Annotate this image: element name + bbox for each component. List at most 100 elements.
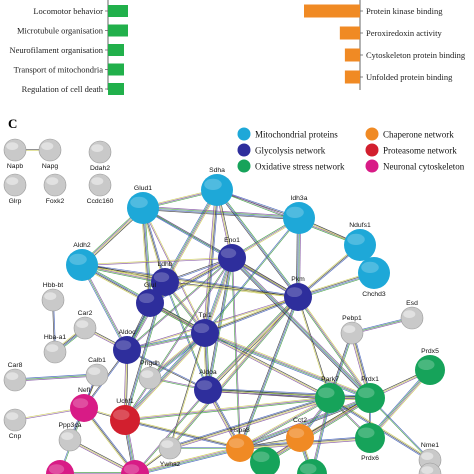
network-node-label: Nme1 [421, 442, 439, 449]
network-node[interactable]: Ywhaz [158, 436, 182, 468]
network-node[interactable]: Pebp1 [340, 315, 364, 345]
legend-swatch [237, 127, 251, 141]
network-node-label: Ppp3ca [58, 422, 81, 429]
network-node-label: Sdha [209, 167, 225, 174]
network-node-label: Tpi1 [198, 312, 211, 319]
network-node[interactable]: Tpi1 [191, 312, 219, 347]
legend-swatch [365, 143, 379, 157]
network-edge [150, 259, 233, 305]
network-node[interactable]: Hba-a1 [43, 334, 67, 364]
network-edge [232, 256, 372, 398]
legend-label: Oxidative stress network [255, 162, 345, 172]
left-bar-label: Locomotor behavior [33, 6, 103, 16]
network-node[interactable]: Ddah2 [88, 140, 112, 172]
right-bar-label: Peroxiredoxin activity [366, 28, 443, 38]
network-edge [298, 296, 331, 398]
network-node-label: Cnp [9, 433, 22, 440]
network-node[interactable]: Car8 [3, 362, 27, 392]
right-bar [339, 26, 360, 40]
network-node[interactable]: Ppp3ca [58, 422, 82, 452]
network-node[interactable]: Chchd3 [358, 257, 390, 298]
network-node-label: Ccdc160 [87, 198, 114, 205]
network-node-label: Prdx6 [361, 455, 379, 462]
network-node[interactable]: Napb [3, 138, 27, 170]
network-node-label: Napb [7, 163, 23, 170]
network-edge [127, 349, 209, 390]
network-node[interactable]: Ccdc160 [87, 173, 114, 205]
left-bar [108, 63, 124, 76]
network-node-label: Ndufs1 [349, 222, 371, 229]
left-bar-label: Transport of mitochondria [14, 65, 104, 75]
network-node-label: Hba-a1 [44, 334, 67, 341]
network-node[interactable]: Ina [46, 460, 74, 474]
right-bar-label: Cytoskeleton protein binding [366, 50, 466, 60]
network-node[interactable]: Foxk2 [43, 173, 67, 205]
network-node[interactable]: Ldhb [151, 261, 179, 296]
network-node[interactable]: Prdx5 [415, 348, 445, 385]
network-edge [208, 258, 234, 391]
network-edge [81, 257, 232, 265]
panel-label: C [8, 116, 17, 131]
network-edge [15, 375, 98, 382]
network-edge [82, 263, 299, 297]
network-node[interactable] [297, 459, 327, 474]
network-node[interactable]: Sdha [201, 167, 233, 206]
legend-label: Mitochondrial proteins [255, 130, 338, 140]
network-node[interactable]: Hbb-bt [41, 282, 65, 312]
network-node[interactable]: Park7 [315, 376, 345, 413]
network-node[interactable]: Hspa8 [226, 427, 254, 462]
network-node-label: Calb1 [88, 357, 106, 364]
network-node[interactable]: Idh3a [283, 195, 315, 234]
network-node[interactable]: Phgdh [138, 360, 162, 390]
network-node[interactable]: Uchl1 [110, 398, 140, 435]
right-bar-label: Protein kinase binding [366, 6, 443, 16]
network-node[interactable]: Esd [400, 300, 424, 330]
network-edge [134, 446, 240, 473]
network-node[interactable]: Cct2 [286, 417, 314, 452]
network-node-label: Ldhb [157, 261, 172, 268]
network-node[interactable]: Prdx6 [355, 423, 385, 462]
network-edge [125, 258, 233, 421]
network-node-label: Napg [42, 163, 58, 170]
network-node[interactable]: Calb1 [85, 357, 109, 387]
network-node[interactable]: Pkm [284, 276, 312, 311]
network-node-label: Ywhaz [160, 461, 181, 468]
network-node[interactable]: Glud1 [127, 185, 159, 224]
network-node[interactable]: Prdx1 [355, 376, 385, 413]
left-bar [108, 83, 124, 95]
left-bar [108, 24, 128, 37]
network-node[interactable]: Aldoa [194, 369, 222, 404]
network-node[interactable]: Cnp [3, 408, 27, 440]
network-node[interactable]: Glul [136, 282, 164, 317]
network-node[interactable]: Glrp [3, 173, 27, 205]
network-node[interactable]: Eif5a [250, 447, 280, 474]
right-bar [344, 48, 360, 62]
network-node[interactable]: Nefl [70, 387, 98, 422]
network-edge [217, 189, 300, 297]
network-edge [82, 264, 129, 350]
right-bar-label: Unfolded protein binding [366, 72, 453, 82]
network-node[interactable]: Ndufs1 [344, 222, 376, 261]
network-edge [232, 257, 241, 448]
network-edge [134, 389, 208, 474]
network-node[interactable]: Aldoc [113, 329, 141, 364]
network-node[interactable]: Eno1 [218, 237, 246, 272]
network-node-label: Aldh2 [73, 242, 91, 249]
network-node-label: Esd [406, 300, 418, 307]
network-node[interactable]: Napg [38, 138, 62, 170]
network-node[interactable]: Aldh2 [66, 242, 98, 281]
network-node[interactable]: Dpysl2 [121, 460, 149, 474]
network-node-label: Glul [144, 282, 157, 289]
legend-label: Proteasome network [383, 146, 457, 156]
network-edge [205, 297, 299, 335]
network-node-label: Eno1 [224, 237, 240, 244]
network-edge [169, 396, 330, 447]
network-node[interactable]: Set [418, 462, 442, 474]
network-edge [239, 396, 330, 448]
network-node[interactable]: Car2 [73, 310, 97, 340]
network-node-label: Cct2 [293, 417, 307, 424]
legend-swatch [365, 127, 379, 141]
